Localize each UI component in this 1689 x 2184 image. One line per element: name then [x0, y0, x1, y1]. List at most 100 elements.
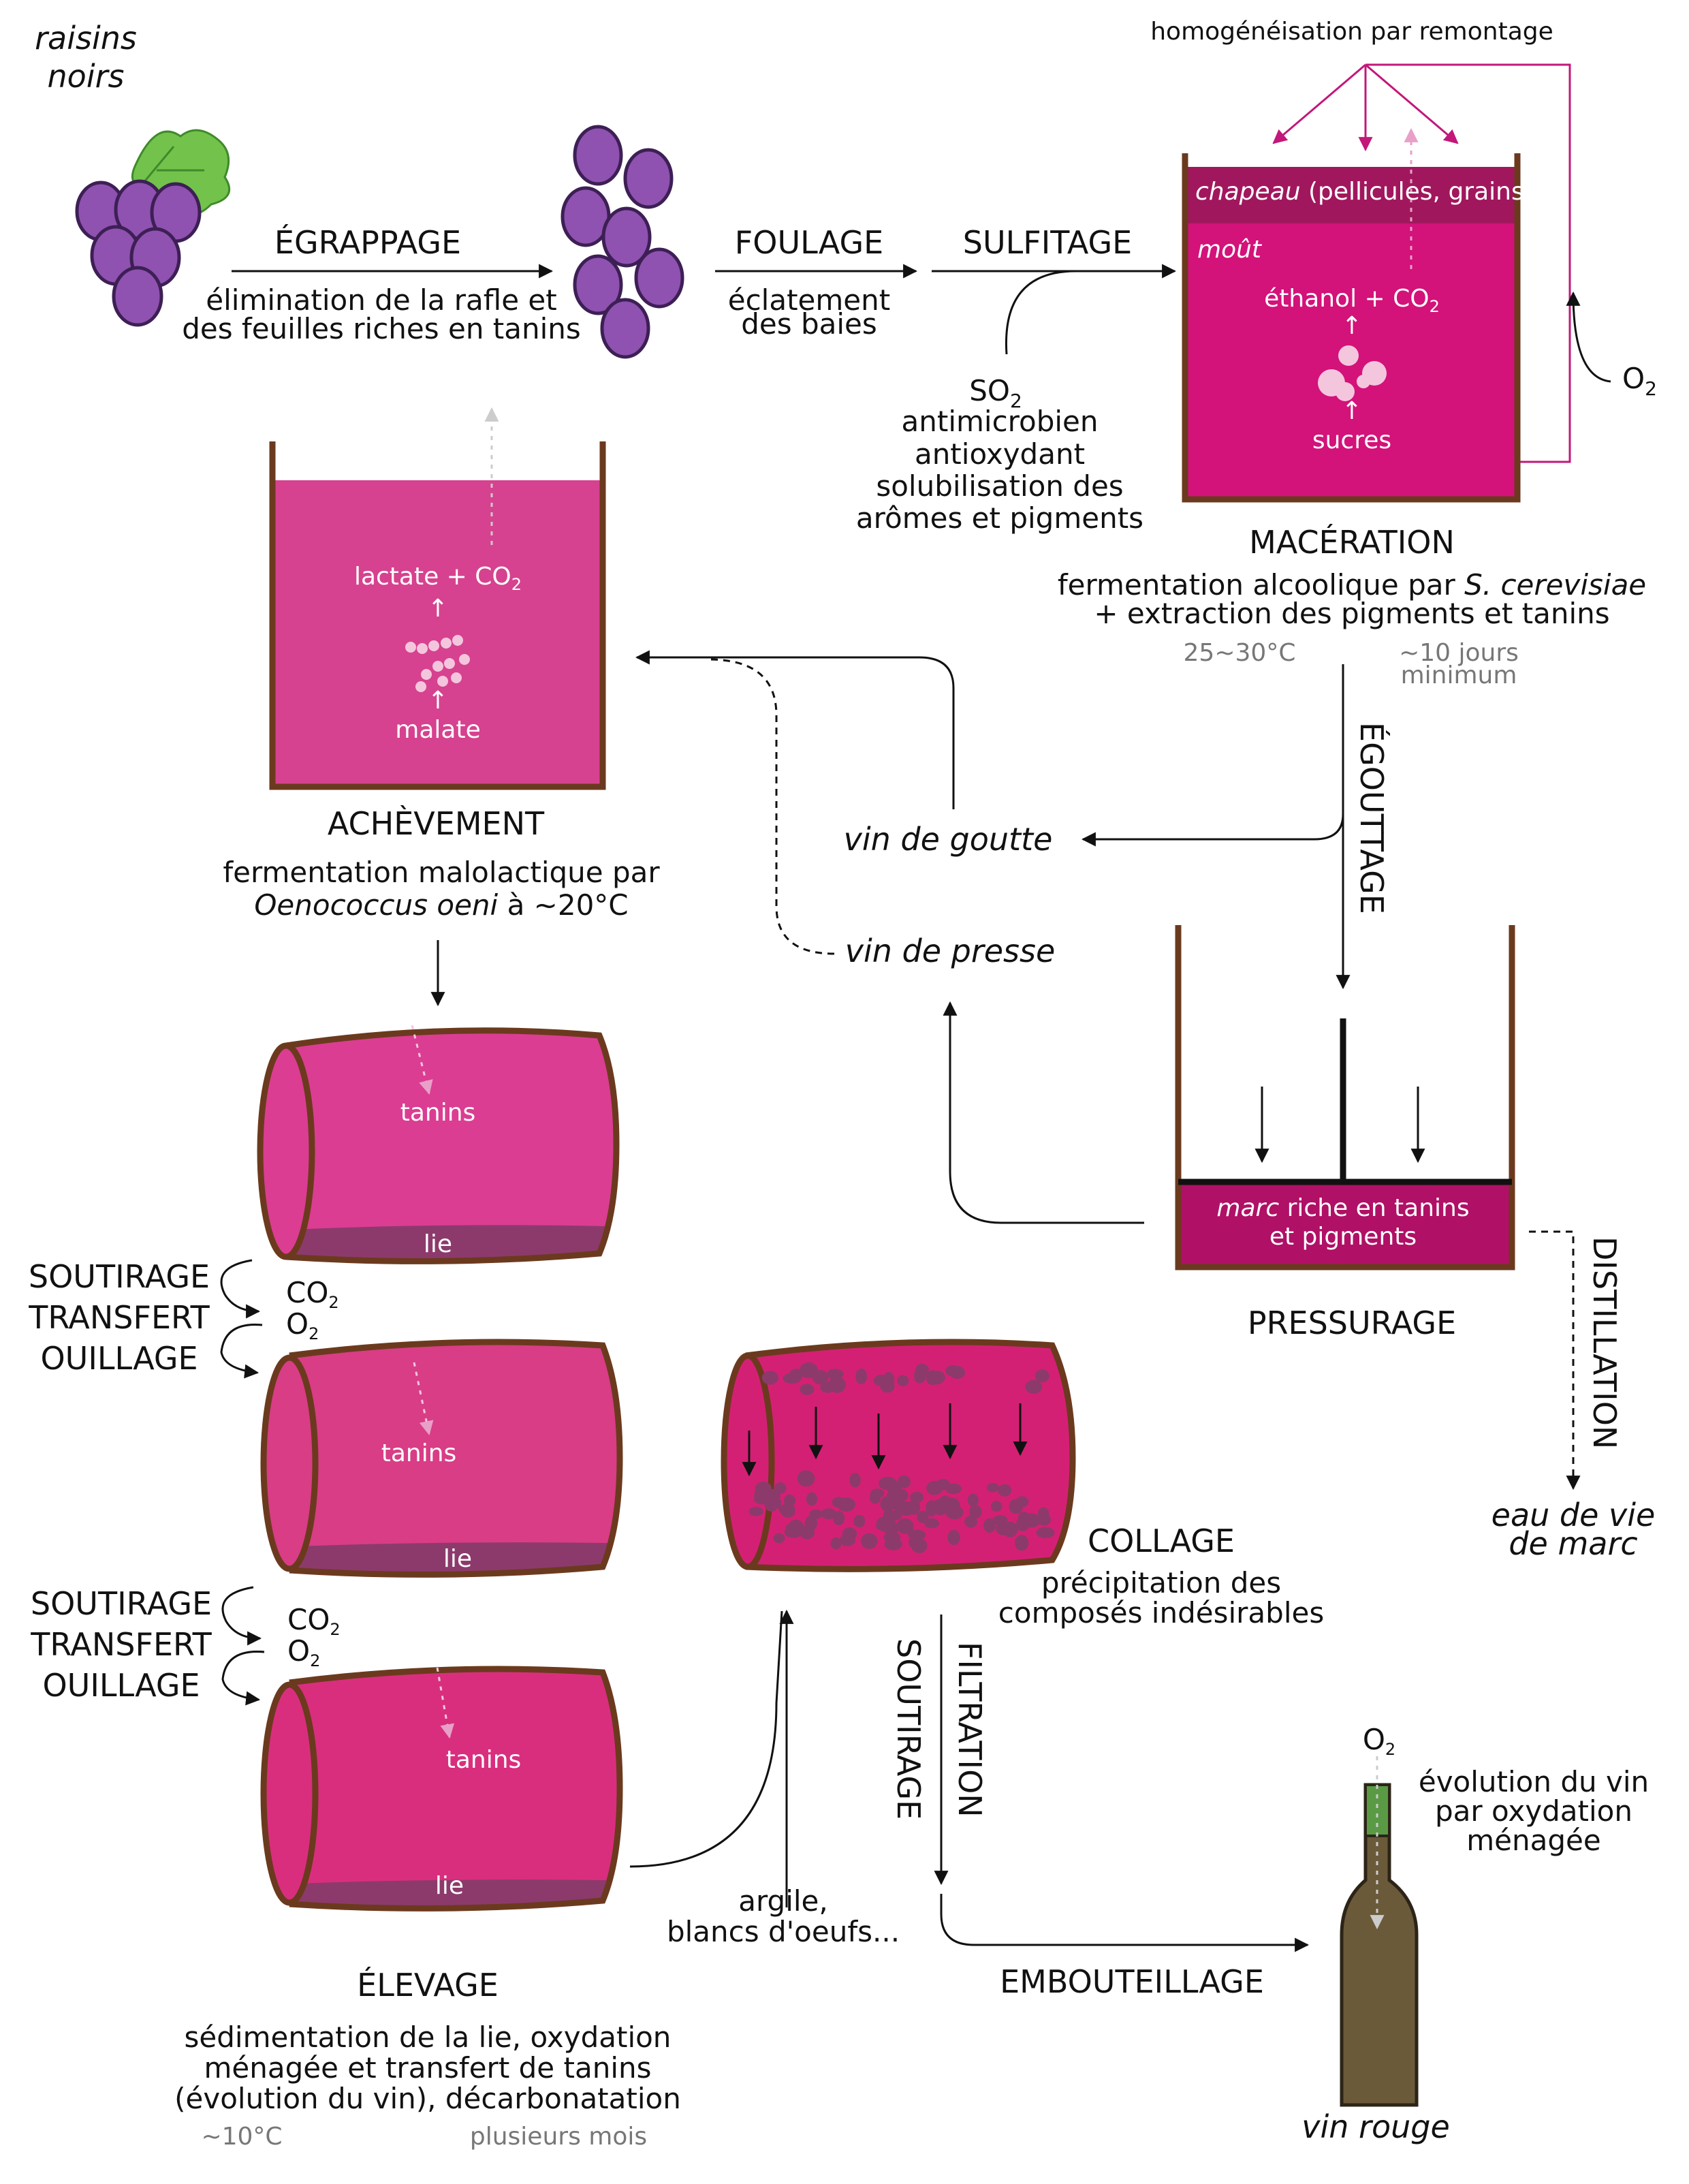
bottle-o2-label: O2 [1363, 1723, 1395, 1759]
o2-label-maceration: O2 [1622, 362, 1657, 400]
distillation-label: DISTILLATION [1586, 1236, 1623, 1449]
sediment-particle [821, 1508, 837, 1520]
achevement-desc-2: Oenococcus oeni à ~20°C [254, 888, 628, 922]
elevage-desc-2: ménagée et transfert de tanins [204, 2051, 652, 2085]
sediment-particle [800, 1384, 815, 1395]
vin-rouge-label: vin rouge [1301, 2108, 1450, 2145]
sediment-particle [967, 1493, 979, 1507]
homogeneisation-label: homogénéisation par remontage [1150, 18, 1553, 46]
sediment-particle [1025, 1379, 1043, 1394]
barrel-1-lie-label: lie [424, 1230, 452, 1258]
press-vat-walls [1175, 925, 1515, 1270]
chapeau-label: chapeau (pellicules, grains) [1195, 178, 1534, 206]
soutirage-arrow-1 [220, 1259, 261, 1319]
argile-label-1: argile, [738, 1884, 827, 1918]
evolution-label-2: par oxydation [1435, 1794, 1632, 1828]
barrel-2 [260, 1339, 623, 1578]
so2-desc-2: antioxydant [915, 437, 1085, 471]
foulage-desc-2: des baies [741, 307, 877, 341]
sediment-particle [915, 1363, 929, 1376]
collage-desc-1: précipitation des [1041, 1566, 1281, 1600]
sediment-particle [876, 1520, 894, 1531]
sediment-particle [1002, 1521, 1018, 1538]
sediment-particle [1037, 1514, 1052, 1526]
so2-label: SO2 [969, 374, 1022, 412]
sediment-particle [880, 1380, 895, 1393]
ouillage-label-1: OUILLAGE [40, 1340, 198, 1377]
sediment-particle [926, 1480, 943, 1495]
so2-desc-4: arômes et pigments [856, 501, 1143, 535]
sediment-particle [1035, 1369, 1049, 1383]
mout-label: moût [1197, 236, 1263, 264]
ethanol-label: éthanol + CO2 [1264, 285, 1440, 316]
sediment-particle [924, 1518, 939, 1529]
elevage-to-collage-curve [629, 1610, 783, 1868]
soutirage-arrow-2 [221, 1586, 262, 1646]
sediment-particle [983, 1518, 996, 1533]
sediment-particle [830, 1537, 842, 1550]
yeast-icon [1318, 345, 1387, 401]
maceration-up-arrow-1: ↑ [1342, 312, 1362, 340]
sediment-particle [806, 1492, 818, 1506]
barrel-3 [260, 1666, 623, 1912]
sediment-particle [853, 1514, 866, 1528]
barrel-2-tanin-arrow [413, 1362, 434, 1436]
barrel-2-lie-label: lie [443, 1545, 472, 1573]
achevement-up-arrow-2: ↑ [428, 687, 448, 715]
barrel-2-tanins-label: tanins [381, 1439, 457, 1467]
sediment-particle [1014, 1535, 1029, 1551]
maceration-title: MACÉRATION [1249, 524, 1455, 561]
argile-label-2: blancs d'oeufs... [667, 1915, 900, 1948]
vin-presse-to-achevement [708, 658, 835, 955]
collage-title: COLLAGE [1088, 1523, 1235, 1559]
bacteria-icon [405, 635, 470, 692]
embouteillage-arrow [940, 1894, 1310, 1952]
sediment-particle [1015, 1516, 1030, 1531]
sediment-particle [827, 1377, 847, 1393]
transfert-label-2: TRANSFERT [30, 1626, 212, 1663]
sediment-particle [799, 1525, 815, 1540]
collage-desc-2: composés indésirables [998, 1596, 1324, 1629]
sediment-particle [968, 1505, 982, 1519]
achevement-wine [272, 480, 603, 787]
soutirage-arrow-1b [220, 1324, 263, 1379]
barrel-1 [257, 1027, 620, 1264]
sediment-particle [826, 1369, 844, 1379]
barrel-3-tanin-arrow [436, 1667, 455, 1739]
raisins-noirs-label-2: noirs [48, 58, 125, 95]
so2-desc-1: antimicrobien [902, 405, 1099, 438]
elevage-title: ÉLEVAGE [357, 1967, 499, 2003]
sediment-particle [883, 1508, 895, 1523]
egrappage-title: ÉGRAPPAGE [274, 224, 461, 261]
co2-label-1: CO2 [286, 1276, 339, 1312]
sediment-particle [964, 1516, 978, 1528]
sediment-particle [886, 1489, 904, 1501]
sediment-particle [869, 1491, 881, 1504]
sediment-particle [992, 1515, 1008, 1525]
sediment-particle [883, 1532, 898, 1542]
o2-label-2: O2 [287, 1634, 320, 1670]
sediment-particle [945, 1483, 962, 1495]
destemmed-grapes-icon [561, 125, 684, 359]
sediment-particle [990, 1501, 1003, 1512]
elevage-temp: ~10°C [201, 2123, 282, 2151]
foulage-desc-1: éclatement [728, 283, 891, 317]
sediment-particle [860, 1533, 878, 1549]
foulage-title: FOULAGE [735, 224, 883, 261]
eau-de-vie-label-1: eau de vie [1491, 1497, 1656, 1533]
so2-desc-3: solubilisation des [876, 469, 1123, 503]
vin-presse-label: vin de presse [845, 933, 1056, 969]
maceration-desc-2: + extraction des pigments et tanins [1094, 597, 1609, 630]
barrel-3-tanins-label: tanins [446, 1746, 522, 1774]
sucres-label: sucres [1312, 426, 1391, 454]
raisins-noirs-label-1: raisins [35, 20, 137, 57]
sediment-particle [998, 1484, 1012, 1497]
achevement-up-arrow-1: ↑ [428, 595, 448, 623]
filtration-label: FILTRATION [951, 1642, 988, 1818]
sediment-particle [910, 1491, 924, 1503]
sediment-particle [947, 1529, 960, 1546]
vin-goutte-label: vin de goutte [844, 821, 1053, 858]
elevage-duration: plusieurs mois [470, 2123, 647, 2151]
barrel-3-lie-label: lie [435, 1872, 464, 1900]
